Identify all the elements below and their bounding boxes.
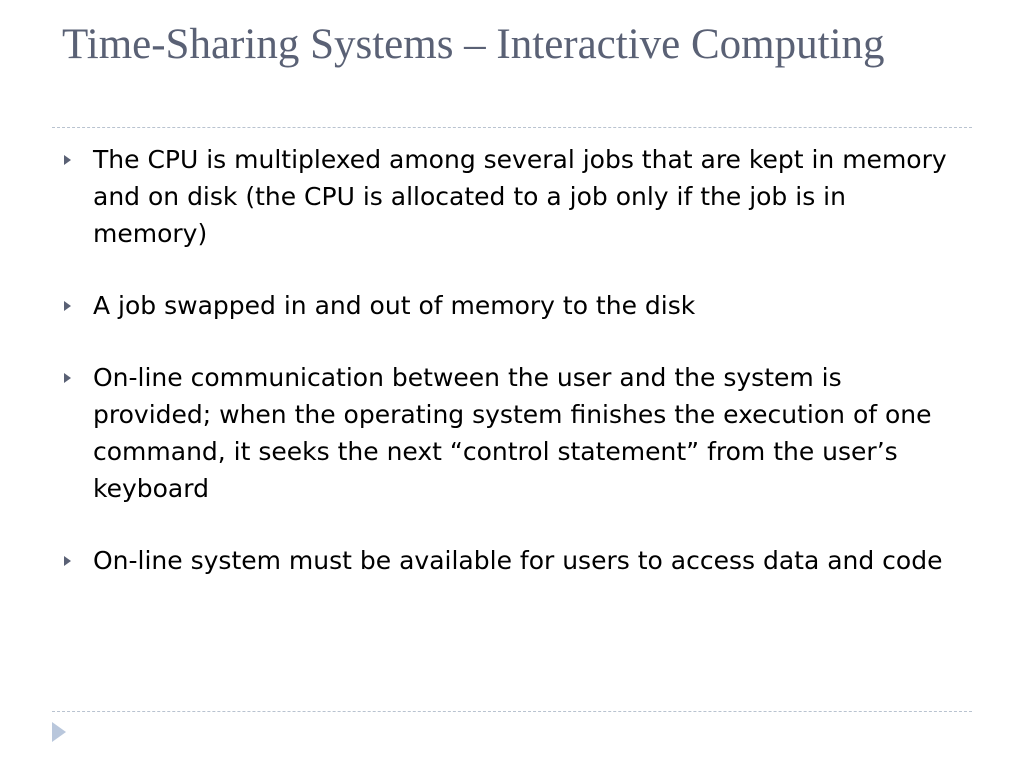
footer-divider <box>52 711 972 712</box>
triangle-right-icon <box>64 556 71 566</box>
triangle-right-icon <box>64 155 71 165</box>
next-slide-icon[interactable] <box>52 722 66 742</box>
bullet-item: The CPU is multiplexed among several job… <box>62 141 962 252</box>
bullet-text: A job swapped in and out of memory to th… <box>93 291 696 320</box>
slide-title: Time-Sharing Systems – Interactive Compu… <box>62 21 885 68</box>
bullet-item: On-line communication between the user a… <box>62 359 962 507</box>
bullet-item: On-line system must be available for use… <box>62 542 962 579</box>
bullet-text: On-line communication between the user a… <box>93 363 932 503</box>
bullet-text: The CPU is multiplexed among several job… <box>93 145 947 248</box>
bullet-text: On-line system must be available for use… <box>93 546 943 575</box>
triangle-right-icon <box>64 373 71 383</box>
bullet-list: The CPU is multiplexed among several job… <box>62 141 962 579</box>
triangle-right-icon <box>64 301 71 311</box>
bullet-item: A job swapped in and out of memory to th… <box>62 287 962 324</box>
title-divider <box>52 127 972 128</box>
